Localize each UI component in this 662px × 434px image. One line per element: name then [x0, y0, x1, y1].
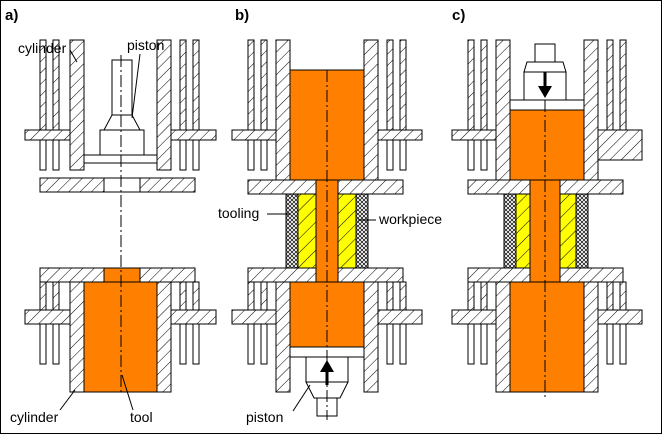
- lower-cylinder-b: [231, 281, 423, 393]
- panel-c: c): [451, 7, 643, 398]
- label-piston-a: piston: [127, 37, 164, 53]
- label-workpiece: workpiece: [378, 211, 442, 227]
- panel-c-label: c): [452, 7, 465, 24]
- arrow-down-icon: [538, 72, 552, 98]
- leader-cylinder-top: [69, 49, 78, 63]
- lower-cylinder-c: [451, 281, 643, 393]
- lower-cylinder-a: [24, 281, 217, 393]
- workpiece-b: [297, 193, 357, 269]
- label-tooling: tooling: [218, 205, 259, 221]
- label-cylinder-top: cylinder: [18, 40, 67, 56]
- leader-cylinder-bottom: [59, 389, 76, 411]
- leader-piston-b: [292, 384, 311, 412]
- piston-a: [83, 59, 158, 164]
- tooling-b: [285, 193, 369, 269]
- upper-cylinder: [24, 39, 217, 171]
- panel-a: a): [5, 7, 217, 425]
- leader-piston-a: [131, 53, 141, 119]
- piston-c: [509, 43, 585, 111]
- panel-b: b): [218, 7, 442, 425]
- panel-b-label: b): [235, 7, 249, 24]
- leader-tool: [121, 374, 134, 411]
- label-piston-b: piston: [246, 409, 283, 425]
- label-cylinder-bottom: cylinder: [10, 409, 59, 425]
- panel-a-label: a): [5, 7, 18, 24]
- label-tool: tool: [130, 409, 153, 425]
